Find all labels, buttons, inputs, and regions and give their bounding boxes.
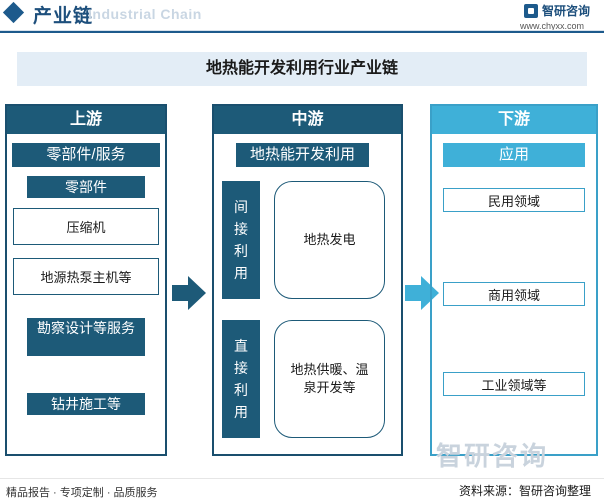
upstream-service-drilling: 钻井施工等: [27, 393, 145, 415]
midstream-heading: 中游: [214, 106, 401, 134]
header-divider: [0, 30, 604, 36]
upstream-subheading: 零部件: [27, 176, 145, 198]
downstream-heading: 下游: [432, 106, 596, 134]
flow-arrow-icon: [172, 276, 206, 310]
vertical-char: 接: [234, 221, 248, 237]
midstream-group-direct-label: 直 接 利 用: [222, 320, 260, 438]
footer-source: 资料来源：智研咨询整理: [459, 484, 592, 498]
midstream-group-indirect-label: 间 接 利 用: [222, 181, 260, 299]
upstream-category: 零部件/服务: [12, 143, 160, 167]
footer-tagline: 精品报告 · 专项定制 · 品质服务: [6, 487, 158, 499]
flow-arrow-icon: [405, 276, 439, 310]
item-line: 泉开发等: [303, 380, 356, 395]
upstream-item-compressor: 压缩机: [13, 208, 159, 245]
upstream-service-survey: 勘察设计等服务: [27, 318, 145, 356]
downstream-item-civil: 民用领域: [443, 188, 585, 212]
vertical-char: 接: [234, 360, 248, 376]
brand-name: 智研咨询: [542, 4, 591, 18]
vertical-char: 利: [234, 243, 248, 259]
vertical-char: 用: [234, 404, 248, 420]
upstream-heading: 上游: [7, 106, 165, 134]
header-diamond-icon: [2, 1, 25, 24]
header-title: 产业链: [33, 6, 94, 27]
downstream-category: 应用: [443, 143, 585, 167]
upstream-item-heat-pump: 地源热泵主机等: [13, 258, 159, 295]
brand-logo-icon: [524, 4, 538, 18]
footer-bar: [0, 478, 604, 500]
midstream-column: 中游: [212, 104, 403, 456]
vertical-char: 间: [234, 199, 248, 215]
midstream-item-heating-spa: 地热供暖、温 泉开发等: [274, 320, 385, 438]
downstream-item-industrial: 工业领域等: [443, 372, 585, 396]
brand-url: www.chyxx.com: [520, 21, 585, 31]
vertical-char: 利: [234, 382, 248, 398]
vertical-char: 用: [234, 265, 248, 281]
downstream-column: 下游: [430, 104, 598, 456]
vertical-char: 直: [234, 338, 248, 354]
upstream-column: 上游: [5, 104, 167, 456]
diagram-title: 地热能开发利用行业产业链: [17, 52, 587, 86]
header-watermark: Industrial Chain: [88, 6, 202, 22]
item-line: 地热供暖、温: [290, 362, 369, 377]
downstream-item-commercial: 商用领域: [443, 282, 585, 306]
footer-watermark: 智研咨询: [436, 441, 549, 471]
midstream-item-power-generation: 地热发电: [274, 181, 385, 299]
midstream-category: 地热能开发利用: [236, 143, 369, 167]
